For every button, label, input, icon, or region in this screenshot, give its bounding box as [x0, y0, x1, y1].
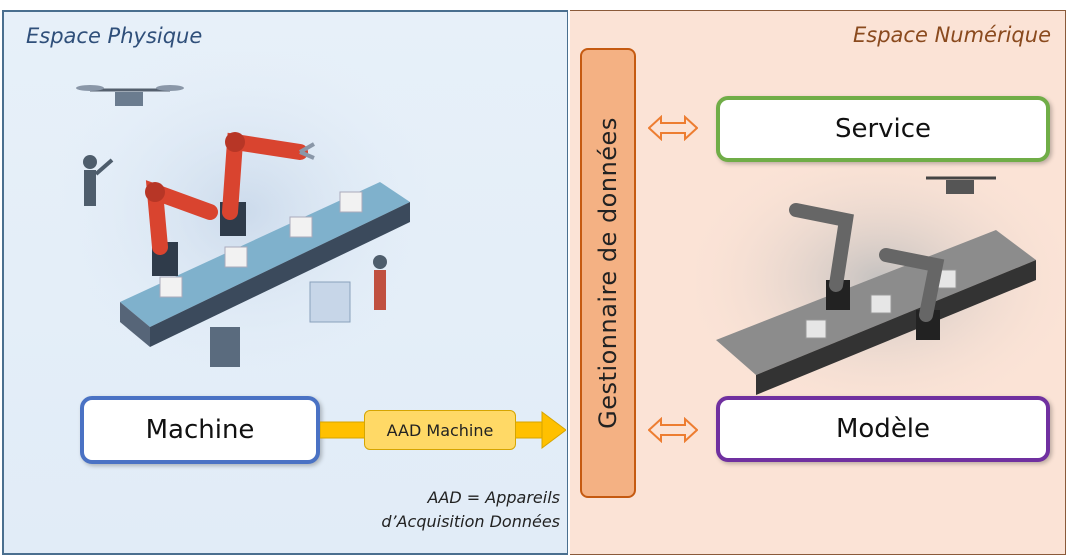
modele-node: Modèle [716, 396, 1050, 462]
server-rack [210, 327, 240, 367]
bidirectional-arrow-icon [648, 115, 698, 141]
drone-icon [926, 176, 996, 194]
bidirectional-arrow-icon [648, 417, 698, 443]
service-label: Service [834, 114, 932, 144]
robot-arm-right-icon [220, 132, 315, 236]
note-line-1: AAD = Appareils [427, 488, 561, 507]
package-boxes [159, 191, 363, 298]
worker-figure [83, 155, 114, 206]
physical-space-title: Espace Physique [26, 24, 203, 48]
robot-arm-right-icon [879, 248, 945, 340]
service-node: Service [716, 96, 1050, 162]
machine-node: Machine [80, 396, 320, 464]
factory-robot-illustration [60, 52, 430, 372]
data-manager-bar: Gestionnaire de données [580, 48, 636, 498]
conveyor-belt [120, 182, 410, 347]
aad-machine-label: AAD Machine [364, 410, 516, 450]
aad-definition-note: AAD = Appareils d’Acquisition Données [360, 486, 560, 534]
data-manager-label: Gestionnaire de données [594, 117, 622, 429]
digital-twin-illustration [696, 150, 1066, 410]
robot-arm-left-icon [789, 203, 854, 310]
control-panel [309, 281, 351, 323]
robot-arm-left-icon [145, 180, 218, 276]
note-line-2: d’Acquisition Données [381, 512, 560, 531]
drone-icon [76, 85, 184, 106]
modele-label: Modèle [835, 414, 931, 444]
digital-space-title: Espace Numérique [853, 23, 1051, 47]
worker-figure [373, 255, 387, 310]
machine-label: Machine [145, 415, 255, 445]
